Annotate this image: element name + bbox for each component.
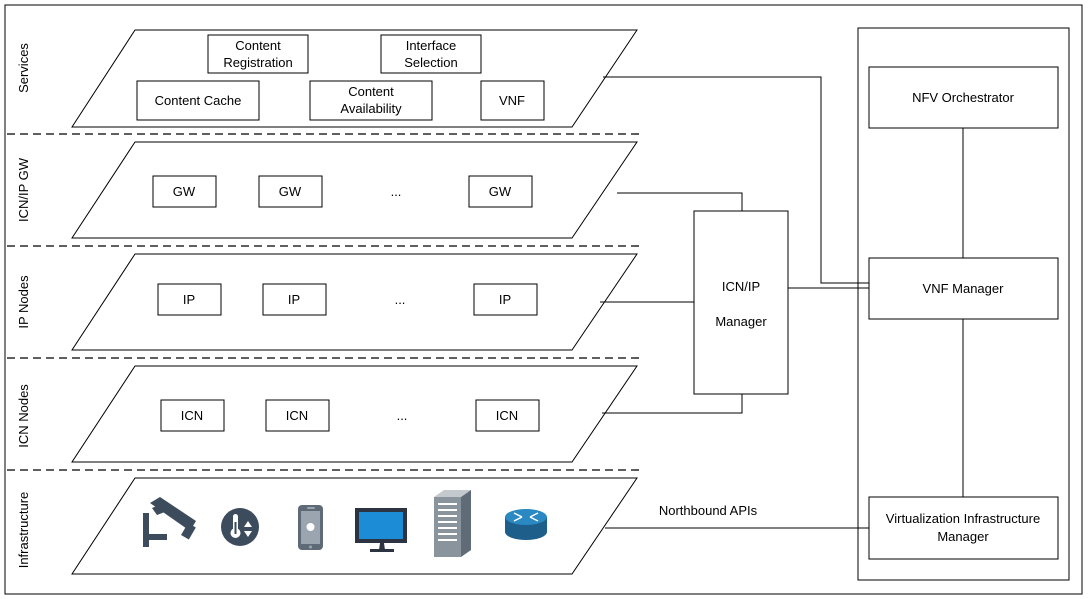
ip-node-1-label: IP: [183, 292, 195, 307]
vnf-manager-label: VNF Manager: [923, 281, 1005, 296]
gw-node-1: [152, 175, 217, 208]
layer-label-gateway: ICN/IP GW: [16, 157, 31, 222]
icn-node-3-label: ICN: [496, 408, 518, 423]
ip-node-1: [157, 283, 222, 316]
northbound-label: Northbound APIs: [659, 503, 758, 518]
content-availability-line1: Content: [348, 84, 394, 99]
icn-node-1-label: ICN: [181, 408, 203, 423]
camera-icon: [143, 497, 196, 547]
vim-box: [868, 496, 1059, 560]
vim-line2: Manager: [937, 529, 989, 544]
interface-selection-line2: Selection: [404, 55, 457, 70]
gw-to-manager-link: [617, 192, 743, 211]
nfv-orchestrator-label: NFV Orchestrator: [912, 90, 1015, 105]
infrastructure-plane: [71, 477, 638, 575]
gw-node-3-label: GW: [489, 184, 512, 199]
icn-plane: [71, 365, 638, 463]
router-icon: [505, 509, 547, 540]
icn-node-2-label: ICN: [286, 408, 308, 423]
content-cache-box: [136, 80, 260, 121]
icn-ip-manager-line2: Manager: [715, 314, 767, 329]
ip-node-2-label: IP: [288, 292, 300, 307]
content-registration-line2: Registration: [223, 55, 292, 70]
ip-node-2: [262, 283, 327, 316]
content-registration-box: [207, 34, 309, 74]
thermostat-icon: [221, 508, 259, 546]
layer-label-ip-nodes: IP Nodes: [16, 275, 31, 329]
layer-label-infrastructure: Infrastructure: [16, 492, 31, 569]
icn-node-1: [160, 399, 225, 432]
ip-plane: [71, 253, 638, 351]
gw-node-3: [468, 175, 533, 208]
services-plane: [71, 29, 638, 128]
icn-ellipsis: ...: [397, 408, 408, 423]
content-registration-line1: Content: [235, 38, 281, 53]
vnf-manager-box: [868, 257, 1059, 320]
services-to-vnf-manager-link: [603, 76, 869, 284]
ip-node-3: [473, 283, 538, 316]
gw-node-1-label: GW: [173, 184, 196, 199]
icn-ip-manager-line1: ICN/IP: [722, 279, 760, 294]
icn-ip-manager-box: [693, 210, 789, 395]
ip-node-3-label: IP: [499, 292, 511, 307]
nfv-frame: [857, 27, 1070, 581]
server-icon: [434, 490, 471, 557]
vnf-service-label: VNF: [499, 93, 525, 108]
ip-ellipsis: ...: [395, 292, 406, 307]
icn-to-manager-link: [602, 394, 743, 414]
content-cache-label: Content Cache: [155, 93, 242, 108]
interface-selection-box: [380, 34, 482, 74]
vim-line1: Virtualization Infrastructure: [886, 511, 1040, 526]
gw-node-2: [258, 175, 323, 208]
content-availability-box: [309, 80, 433, 121]
icn-node-3: [475, 399, 540, 432]
content-availability-line2: Availability: [340, 101, 402, 116]
monitor-icon: [355, 508, 407, 552]
icn-node-2: [265, 399, 330, 432]
outer-frame: [4, 4, 1083, 595]
gw-node-2-label: GW: [279, 184, 302, 199]
layer-label-icn-nodes: ICN Nodes: [16, 384, 31, 448]
gw-ellipsis: ...: [391, 184, 402, 199]
nfv-orchestrator-box: [868, 66, 1059, 129]
gateway-plane: [71, 141, 638, 239]
interface-selection-line1: Interface: [406, 38, 457, 53]
vnf-service-box: [480, 80, 545, 121]
smartphone-icon: [298, 505, 323, 550]
layer-label-services: Services: [16, 43, 31, 93]
